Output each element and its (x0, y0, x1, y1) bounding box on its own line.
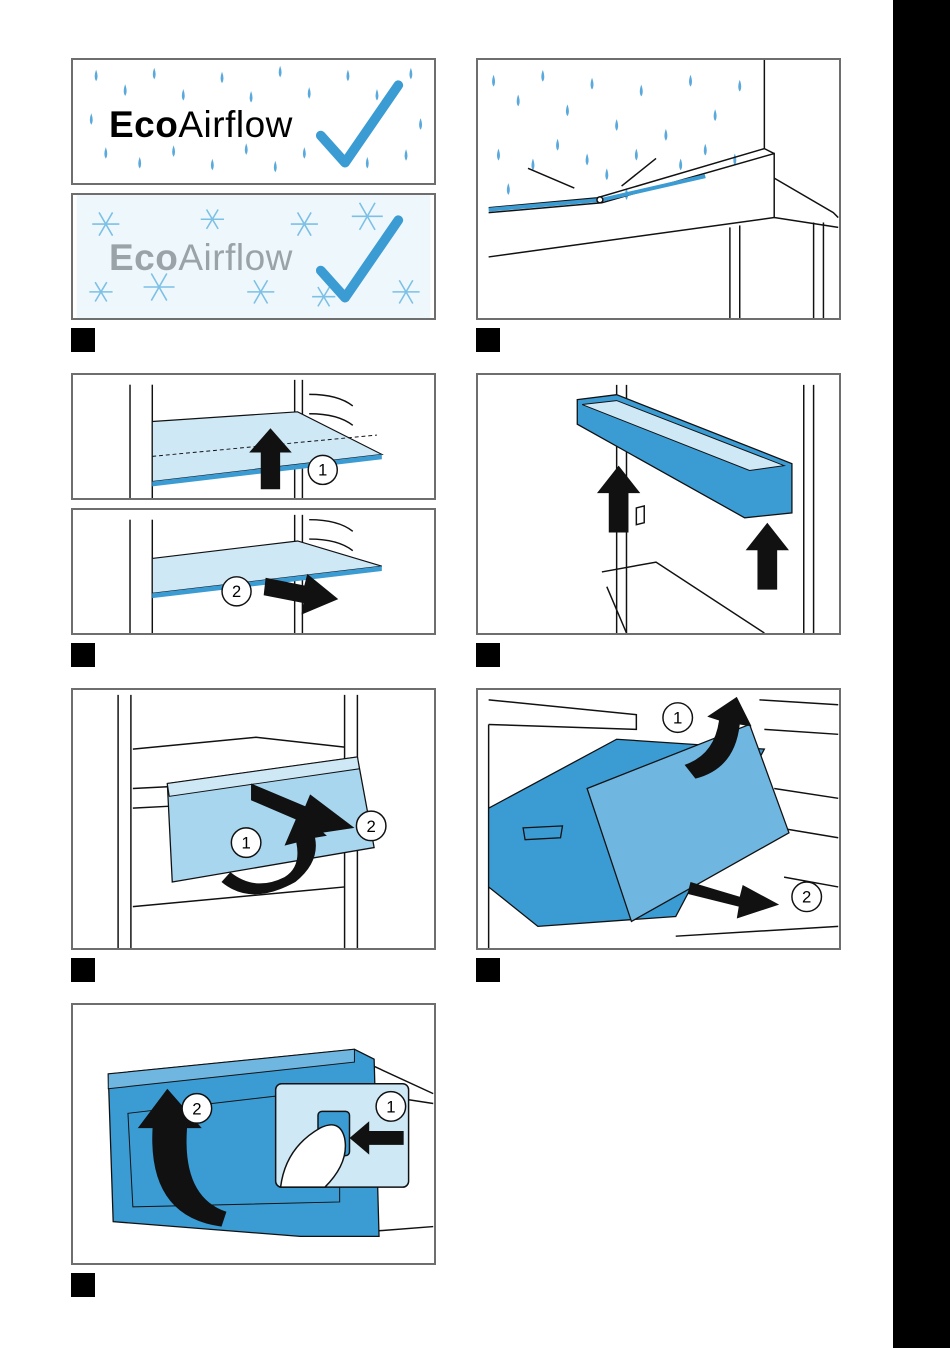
step-badge: 2 (192, 1099, 201, 1118)
panel-release-button: 1 2 (71, 1003, 436, 1265)
drawer-removal-illustration: 2 1 (73, 690, 434, 948)
ecoairflow-label-frosted: EcoAirflow (109, 237, 293, 279)
panel-freezer-drawer: 1 2 (476, 688, 841, 950)
step-badge: 2 (232, 583, 241, 601)
figure-marker (476, 643, 500, 667)
ecoairflow-label: EcoAirflow (109, 104, 293, 146)
figure-marker (476, 958, 500, 982)
arrow-up-icon (746, 523, 789, 590)
step-badge: 1 (241, 834, 250, 853)
step-badge: 1 (318, 462, 327, 480)
shelf-lift-illustration: 1 (73, 375, 434, 498)
step-badge: 2 (367, 817, 376, 836)
step-badge: 1 (386, 1097, 395, 1116)
panel-ecoairflow-humid: EcoAirflow (71, 58, 436, 185)
figure-marker (71, 643, 95, 667)
drain-illustration (478, 60, 839, 318)
figure-marker (476, 328, 500, 352)
airflow-text: Airflow (178, 237, 293, 278)
panel-drawer-removal: 2 1 (71, 688, 436, 950)
step-badge: 2 (802, 888, 811, 907)
panel-door-shelf (476, 373, 841, 635)
figure-marker (71, 958, 95, 982)
eco-text: Eco (109, 104, 178, 145)
figure-marker (71, 328, 95, 352)
arrow-up-icon (597, 466, 640, 533)
figure-marker (71, 1273, 95, 1297)
page-edge-tab (893, 0, 950, 1348)
arrow-right-icon (688, 882, 780, 918)
panel-shelf-pull: 2 (71, 508, 436, 635)
panel-shelf-lift: 1 (71, 373, 436, 500)
airflow-text: Airflow (178, 104, 293, 145)
eco-text: Eco (109, 237, 178, 278)
panel-ecoairflow-frost: EcoAirflow (71, 193, 436, 320)
release-button-illustration: 1 2 (73, 1005, 434, 1263)
checkmark-icon (321, 85, 398, 162)
step-badge: 1 (673, 708, 682, 727)
panel-condensation-drain (476, 58, 841, 320)
shelf-pull-illustration: 2 (73, 510, 434, 633)
door-shelf-illustration (478, 375, 839, 633)
freezer-drawer-illustration: 1 2 (478, 690, 839, 948)
